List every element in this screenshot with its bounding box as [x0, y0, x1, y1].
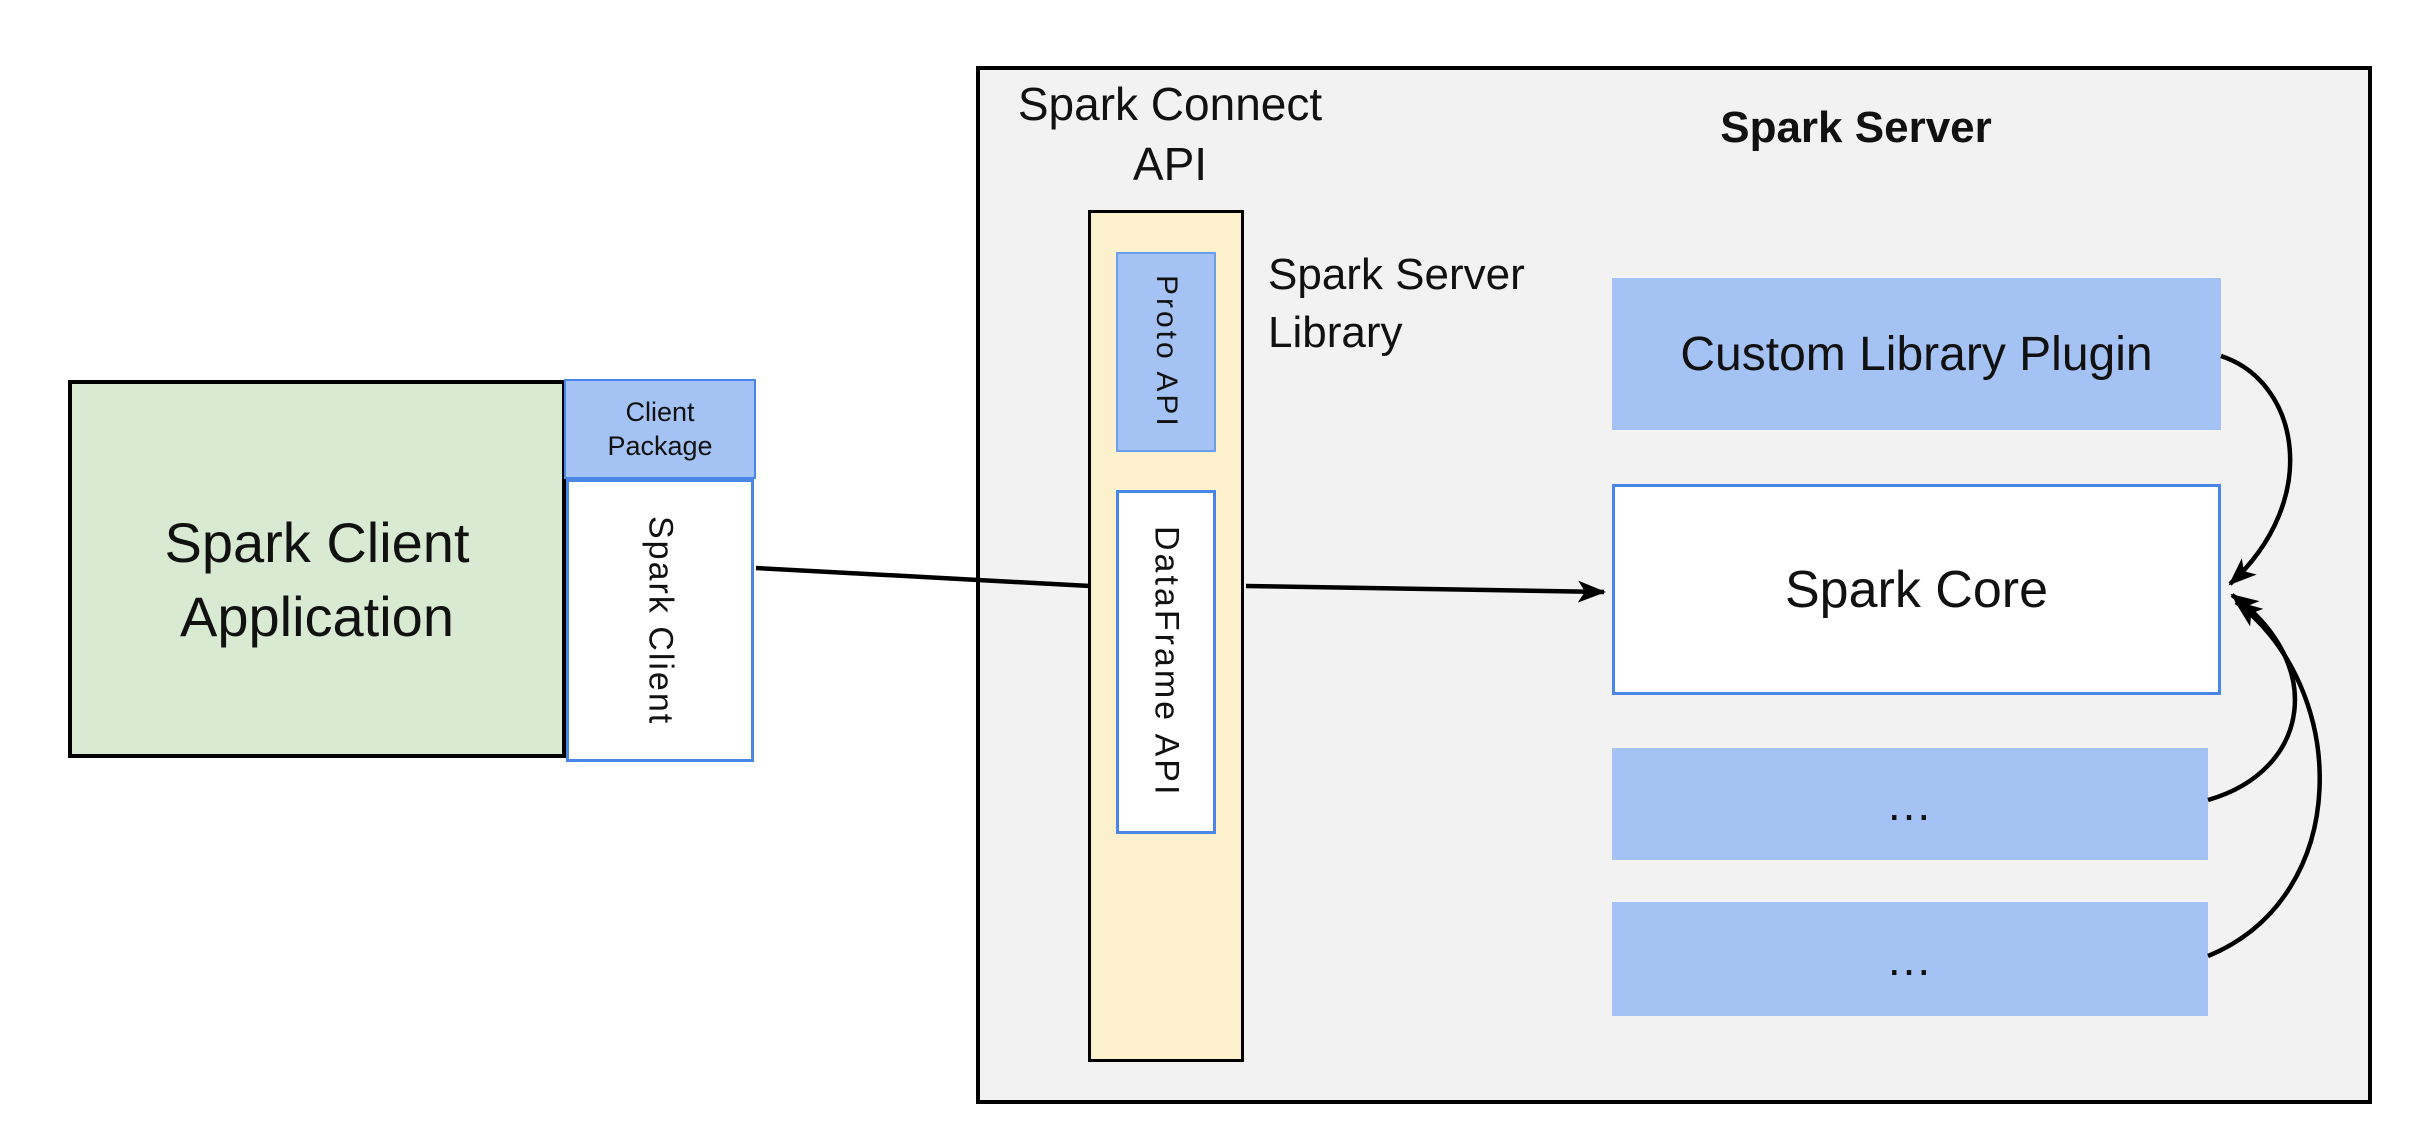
custom-library-plugin-box: Custom Library Plugin: [1612, 278, 2221, 430]
plugin-placeholder-1-label: ...: [1887, 778, 1933, 830]
spark-client-box: Spark Client: [566, 479, 754, 762]
plugin-placeholder-2-label: ...: [1887, 933, 1933, 985]
spark-server-library-label-line1: Spark Server: [1268, 250, 1525, 299]
spark-server-library-label-line2: Library: [1268, 308, 1403, 357]
spark-client-application-box: Spark Client Application: [68, 380, 566, 758]
spark-connect-api-label-line1: Spark Connect: [1017, 78, 1323, 130]
plugin-placeholder-box-1: ...: [1612, 748, 2208, 860]
spark-client-application-label-line2: Application: [180, 585, 454, 648]
spark-server-title: Spark Server: [1720, 103, 1992, 152]
custom-library-plugin-label: Custom Library Plugin: [1680, 327, 2153, 381]
client-package-label-line2: Package: [607, 431, 713, 461]
proto-api-box: Proto API: [1116, 252, 1216, 452]
client-package-label-line1: Client: [625, 397, 695, 427]
spark-client-application-label-line1: Spark Client: [164, 511, 470, 574]
dataframe-api-box: DataFrame API: [1116, 490, 1216, 834]
plugin-placeholder-box-2: ...: [1612, 902, 2208, 1016]
spark-core-label: Spark Core: [1785, 560, 2048, 619]
spark-connect-api-label: Spark Connect API: [990, 74, 1350, 194]
dataframe-api-label: DataFrame API: [1147, 526, 1186, 798]
spark-server-library-label: Spark Server Library: [1268, 246, 1608, 362]
spark-core-box: Spark Core: [1612, 484, 2221, 695]
client-package-box: Client Package: [564, 379, 756, 479]
spark-connect-api-label-line2: API: [1132, 138, 1208, 190]
proto-api-label: Proto API: [1150, 275, 1183, 429]
spark-client-label: Spark Client: [641, 515, 680, 726]
